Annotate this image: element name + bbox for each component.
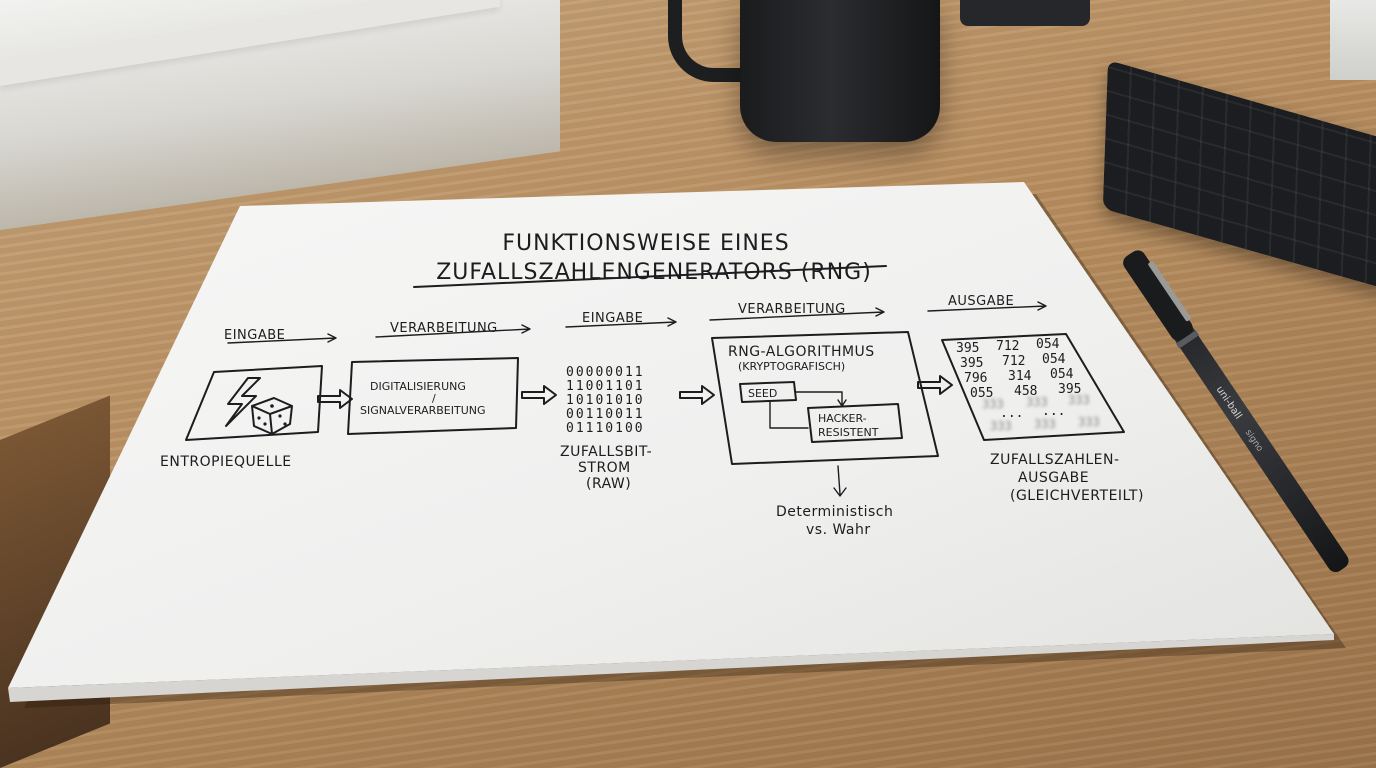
seed-box: [739, 381, 797, 403]
pen-body: uni-ball signo: [1123, 250, 1349, 573]
entropy-source-block: ENTROPIEQUELLE: [160, 365, 323, 470]
deterministic-note-2: vs. Wahr: [806, 522, 871, 538]
hacker-line-1: HACKER-: [818, 412, 867, 425]
entropy-box: [185, 365, 323, 441]
arrow-right-icon: [709, 307, 885, 321]
bit-row: 00000011: [566, 365, 645, 380]
blurred-num: 333: [1078, 415, 1100, 429]
output-num: 712: [996, 339, 1019, 354]
output-num: 055: [970, 386, 993, 401]
digitization-line-1: DIGITALISIERUNG: [370, 380, 466, 393]
output-num: 314: [1008, 369, 1032, 384]
output-box: [941, 333, 1125, 441]
output-label-1: ZUFALLSZAHLEN-: [990, 452, 1120, 468]
stage-eingabe-1: EINGABE: [224, 328, 337, 344]
digitization-line-2: /: [432, 392, 436, 405]
stage-eingabe-2: EINGABE: [565, 311, 677, 328]
blurred-num: 333: [1026, 395, 1048, 409]
block-arrow-icon: [521, 385, 557, 405]
title-line-2: ZUFALLSZAHLENGENERATORS (RNG): [436, 260, 872, 285]
algorithm-subtitle: (KRYPTOGRAFISCH): [738, 360, 845, 373]
bit-row: 01110100: [566, 421, 645, 436]
output-num: 796: [964, 371, 987, 386]
block-arrow-icon: [679, 385, 715, 405]
output-num: 395: [956, 341, 979, 356]
output-num: 458: [1014, 384, 1037, 399]
blurred-num: 333: [1034, 417, 1056, 431]
blurred-num: 333: [1068, 393, 1090, 407]
output-ellipsis: ...: [1042, 404, 1065, 419]
block-arrow-icon: [317, 389, 353, 409]
output-label-2: AUSGABE: [1018, 470, 1089, 486]
output-block: 395 712 054 395 712 054 796 314 054 055 …: [941, 333, 1144, 504]
stage-label: EINGABE: [224, 328, 285, 343]
digitization-block: DIGITALISIERUNG / SIGNALVERARBEITUNG: [347, 357, 519, 435]
pen-clip: [1148, 261, 1191, 322]
connector-line: [769, 401, 809, 429]
black-mug: [740, 0, 940, 142]
output-num: 054: [1042, 352, 1066, 367]
bitstream-label-2: STROM: [578, 460, 631, 476]
arrow-right-icon: [927, 301, 1047, 312]
stage-label: AUSGABE: [948, 294, 1014, 309]
title-underline: [413, 265, 887, 288]
bit-row: 11001101: [566, 379, 645, 394]
white-object: [1330, 0, 1376, 80]
stage-label: VERARBEITUNG: [738, 302, 846, 317]
bitstream-block: 00000011 11001101 10101010 00110011 0111…: [560, 365, 652, 492]
arrow-right-icon: [565, 317, 677, 328]
digitization-box: [347, 357, 519, 435]
algorithm-title: RNG-ALGORITHMUS: [728, 344, 875, 360]
bitstream-label-3: (RAW): [586, 476, 631, 492]
stage-ausgabe: AUSGABE: [927, 294, 1047, 312]
blurred-num: 333: [990, 419, 1012, 433]
deterministic-note-1: Deterministisch: [776, 504, 893, 520]
algorithm-box: [711, 331, 939, 465]
stage-verarbeitung-1: VERARBEITUNG: [375, 321, 531, 338]
output-num: 712: [1002, 354, 1025, 369]
output-num: 395: [1058, 382, 1081, 397]
stage-label: EINGABE: [582, 311, 643, 326]
hacker-resistant-box: [807, 403, 903, 443]
output-num: 054: [1036, 337, 1060, 352]
entropy-label: ENTROPIEQUELLE: [160, 454, 292, 470]
dark-device: [960, 0, 1090, 26]
output-label-3: (GLEICHVERTEILT): [1010, 488, 1144, 504]
stage-verarbeitung-2: VERARBEITUNG: [709, 302, 885, 321]
arrow-down-icon: [833, 465, 847, 497]
arrow-right-icon: [375, 324, 531, 338]
bitstream-label-1: ZUFALLSBIT-: [560, 444, 652, 460]
bit-row: 00110011: [566, 407, 645, 422]
hacker-line-2: RESISTENT: [818, 426, 879, 439]
bit-row: 10101010: [566, 393, 645, 408]
algorithm-block: RNG-ALGORITHMUS (KRYPTOGRAFISCH) SEED HA…: [711, 331, 939, 538]
block-arrow-icon: [917, 375, 953, 395]
blurred-num: 333: [982, 397, 1004, 411]
output-ellipsis: ...: [1000, 406, 1023, 421]
output-num: 395: [960, 356, 983, 371]
dice-icon: [251, 397, 293, 435]
output-num: 054: [1050, 367, 1074, 382]
arrow-right-icon: [227, 333, 337, 344]
seed-label: SEED: [748, 387, 777, 400]
digitization-line-3: SIGNALVERARBEITUNG: [360, 404, 486, 417]
title-line-1: FUNKTIONSWEISE EINES: [502, 231, 789, 256]
lightning-bolt-icon: [225, 377, 261, 427]
